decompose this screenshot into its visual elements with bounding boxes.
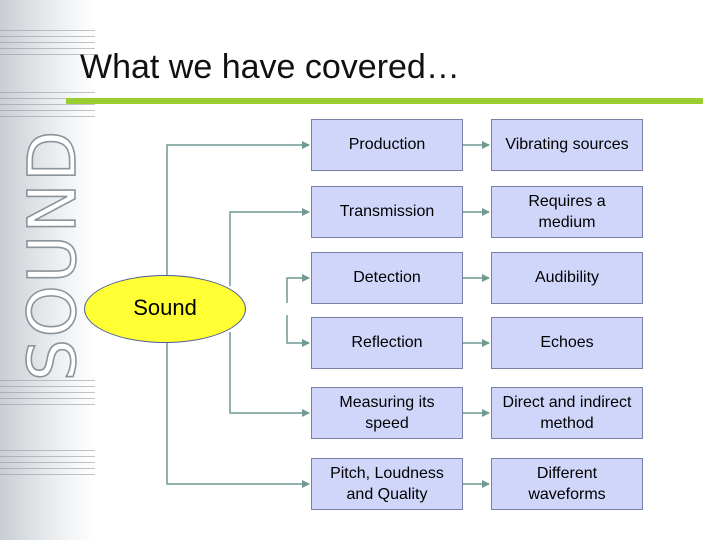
- topic-box-detection: Detection: [311, 252, 463, 304]
- topic-box-pitch: Pitch, Loudness and Quality: [311, 458, 463, 510]
- topic-box-reflection: Reflection: [311, 317, 463, 369]
- topic-box-measuring: Measuring its speed: [311, 387, 463, 439]
- detail-box-measuring: Direct and indirect method: [491, 387, 643, 439]
- topic-box-production: Production: [311, 119, 463, 171]
- detail-box-production: Vibrating sources: [491, 119, 643, 171]
- topic-box-transmission: Transmission: [311, 186, 463, 238]
- detail-box-detection: Audibility: [491, 252, 643, 304]
- connector-pitch: [166, 328, 310, 488]
- sound-node: Sound: [84, 275, 246, 343]
- detail-box-pitch: Different waveforms: [491, 458, 643, 510]
- connector-production: [166, 141, 310, 290]
- sidebar-music-decoration: SOUND: [0, 0, 95, 540]
- connector-reflection: [286, 315, 310, 347]
- sound-node-label: Sound: [133, 295, 197, 320]
- slide-title: What we have covered…: [80, 48, 460, 86]
- detail-box-reflection: Echoes: [491, 317, 643, 369]
- connector-measuring: [229, 332, 310, 417]
- connector-transmission: [229, 208, 310, 286]
- title-underline: [66, 98, 703, 104]
- detail-box-transmission: Requires a medium: [491, 186, 643, 238]
- connector-detection: [286, 274, 310, 303]
